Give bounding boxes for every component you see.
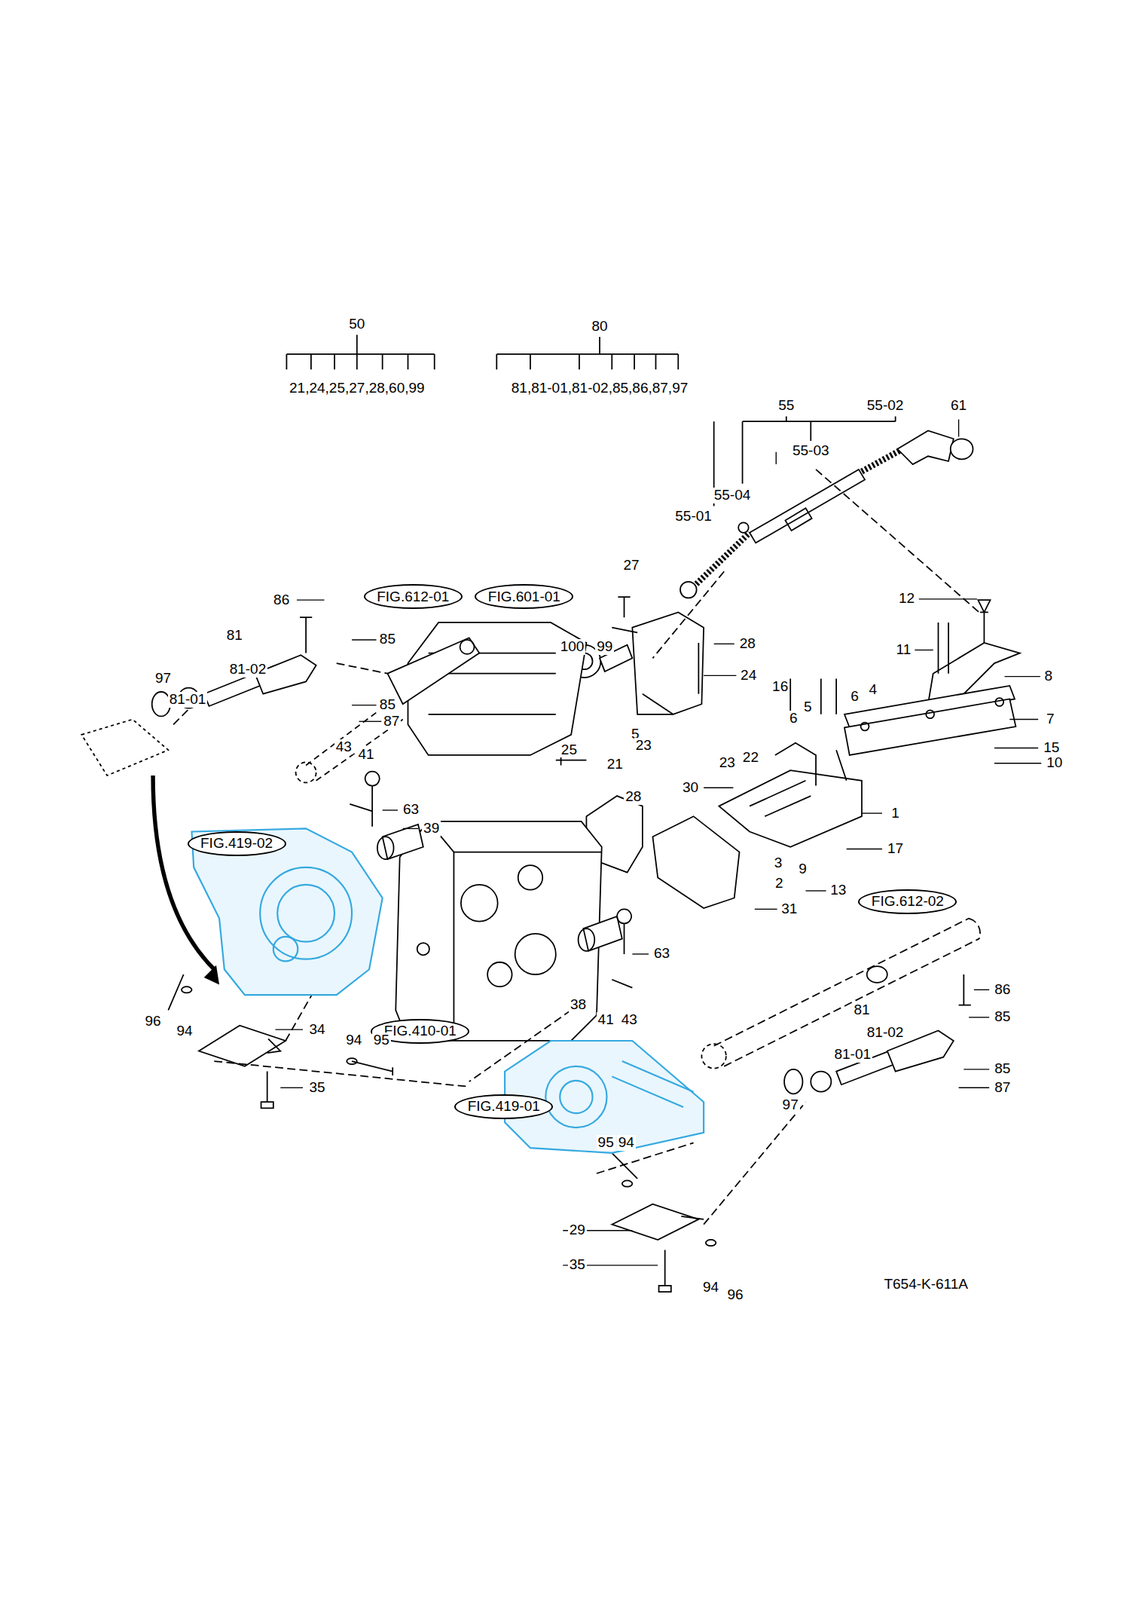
callout-number: 28 <box>738 635 758 652</box>
callout-number: 23 <box>634 737 654 754</box>
callout-number: 55-03 <box>791 442 831 459</box>
callout-number: 6 <box>849 688 861 705</box>
callout-number: 99 <box>595 638 614 655</box>
callout-number: 1 <box>889 805 901 822</box>
figure-reference: FIG.612-02 <box>871 893 944 910</box>
figure-reference: FIG.419-01 <box>467 1098 541 1115</box>
callout-number: 41 <box>356 746 376 763</box>
callout-number: 17 <box>885 840 905 857</box>
drawing-number: T654-K-611A <box>882 1276 970 1292</box>
callout-number: 35 <box>568 1256 587 1273</box>
figure-reference-oval: FIG.612-01 <box>363 583 463 609</box>
callout-number: 81,81-01,81-02,85,86,87,97 <box>510 380 691 397</box>
callout-number: 55-04 <box>712 487 753 504</box>
callout-number: 97 <box>781 1096 801 1113</box>
callout-number: 5 <box>802 699 814 715</box>
callout-number: 30 <box>681 779 700 796</box>
callout-number: 15 <box>1041 739 1061 756</box>
figure-reference: FIG.410-01 <box>384 1023 457 1039</box>
callout-number: 81-02 <box>865 1024 906 1041</box>
figure-reference: FIG.612-01 <box>376 589 449 605</box>
callout-number: 94 <box>174 1023 194 1039</box>
callout-number: 21 <box>605 756 625 773</box>
callout-number: 3 <box>772 855 785 871</box>
callout-number: 39 <box>421 820 441 837</box>
callout-number: 85 <box>378 631 398 648</box>
callout-number: 41 <box>596 1011 616 1028</box>
callout-number: 21,24,25,27,28,60,99 <box>287 380 427 397</box>
callout-number: 81-01 <box>167 691 208 708</box>
callout-number: 10 <box>1044 754 1064 771</box>
callout-number: 81-02 <box>228 661 269 678</box>
callout-number: 38 <box>568 996 588 1013</box>
callout-number: 63 <box>401 801 421 818</box>
callout-number: 9 <box>797 861 809 877</box>
figure-reference-oval: FIG.612-02 <box>858 888 957 914</box>
callout-number: 8 <box>1042 668 1054 685</box>
callout-number: 96 <box>143 1013 162 1030</box>
callout-number: 95 <box>596 1134 616 1151</box>
callout-number: 4 <box>867 681 880 698</box>
figure-reference-oval: FIG.601-01 <box>474 583 574 609</box>
callout-number: 86 <box>271 592 291 608</box>
callout-number: 28 <box>623 788 643 805</box>
figure-reference-oval: FIG.419-02 <box>187 830 287 856</box>
callout-number: 55-01 <box>673 508 714 525</box>
callout-number: 31 <box>779 900 799 917</box>
callout-number: 81 <box>225 627 245 644</box>
callout-number: 100 <box>558 638 587 655</box>
callout-number: 81 <box>852 1001 871 1018</box>
callout-number: 16 <box>770 678 790 695</box>
callout-number: 96 <box>726 1286 746 1303</box>
callout-number: 23 <box>717 754 737 771</box>
callout-number: 22 <box>741 749 761 766</box>
callout-number: 86 <box>992 981 1012 998</box>
callout-number: 34 <box>307 1021 327 1038</box>
callout-number: 94 <box>616 1134 636 1151</box>
callout-number: 2 <box>773 875 785 892</box>
callout-number: 50 <box>347 316 367 333</box>
callout-number: 85 <box>378 696 398 713</box>
callout-number: 27 <box>621 557 641 574</box>
callout-number: 87 <box>381 713 401 730</box>
callout-number: 13 <box>828 882 848 898</box>
callout-number: 43 <box>619 1011 639 1028</box>
figure-reference: FIG.601-01 <box>488 589 561 605</box>
callout-number: 85 <box>992 1060 1012 1077</box>
callout-number: 11 <box>894 641 914 658</box>
callout-number: 85 <box>992 1008 1012 1025</box>
callout-number: 35 <box>307 1079 327 1096</box>
callout-number: 80 <box>589 318 609 335</box>
callout-number: 63 <box>652 945 672 962</box>
callout-number: 81-01 <box>832 1046 873 1063</box>
callout-number: 43 <box>334 739 354 755</box>
callout-number: 95 <box>372 1032 391 1048</box>
figure-reference: FIG.419-02 <box>200 835 273 852</box>
callout-number: 94 <box>344 1032 364 1048</box>
callout-number: 87 <box>992 1079 1012 1096</box>
callout-number: 94 <box>701 1279 721 1295</box>
callout-number: 97 <box>153 670 173 687</box>
callout-number: 12 <box>897 590 917 607</box>
callout-number: 24 <box>739 667 758 684</box>
callout-number: 55 <box>776 397 796 414</box>
callout-number: 6 <box>787 710 800 727</box>
callout-number: 29 <box>568 1221 587 1238</box>
callout-number: 55-02 <box>865 397 906 414</box>
callout-number: 61 <box>949 397 969 414</box>
callout-number: 25 <box>559 742 579 758</box>
callout-number: 7 <box>1044 711 1057 727</box>
